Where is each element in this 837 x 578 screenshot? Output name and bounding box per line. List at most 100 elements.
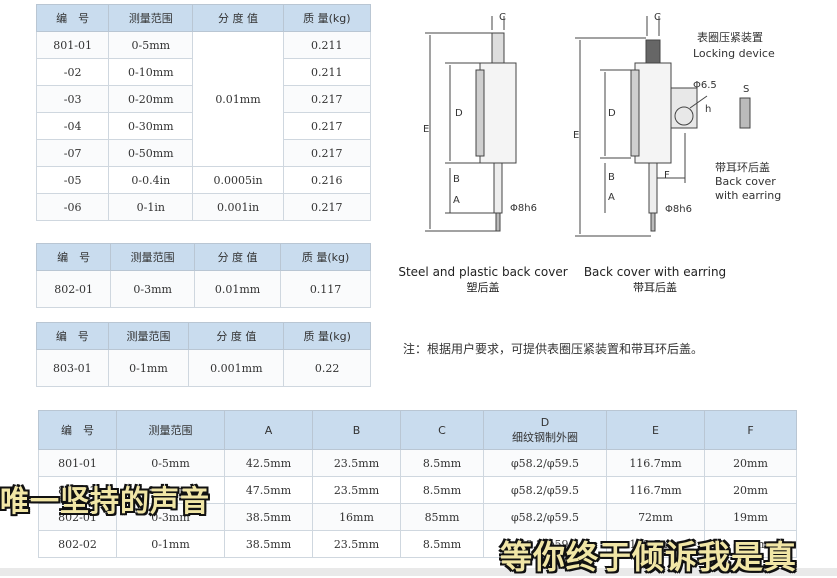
cell-range: 0-10mm — [116, 476, 225, 504]
cell-d: φ58.2/φ59.5 — [483, 476, 607, 504]
col-header-f: F — [704, 410, 797, 450]
col-header-b: B — [312, 410, 401, 450]
col-header-code: 编 号 — [35, 243, 112, 271]
dim-label: S — [743, 84, 749, 95]
cell-weight: 0.211 — [282, 31, 372, 59]
table-row: -03 0-20mm 0.217 — [35, 85, 372, 113]
cell-range: 0-20mm — [108, 85, 194, 113]
note-text: 注：根据用户要求，可提供表圈压紧装置和带耳环后盖。 — [403, 342, 704, 356]
locking-label-en: Locking device — [693, 47, 775, 60]
cell-range: 0-3mm — [116, 503, 225, 531]
cell-d: φ58.2/φ59.5 — [483, 449, 607, 477]
table-row: 801-02 0-10mm 47.5mm 23.5mm 8.5mm φ58.2/… — [38, 476, 797, 504]
subtitle-overlay-right: 等你终于倾诉我是真 — [500, 538, 798, 576]
col-header-d-letter: D — [540, 415, 550, 429]
cell-f: 20mm — [704, 476, 797, 504]
dim-label: C — [654, 12, 661, 23]
table-row: -06 0-1in 0.001in 0.217 — [35, 193, 372, 221]
cell-e: 116.7mm — [606, 476, 705, 504]
cell-code: -05 — [35, 166, 110, 194]
dial-indicator-diagram: C D E A B Φ8h6 C D E A B F h Φ6.5 S Φ8h6… — [423, 12, 781, 237]
cell-code: -06 — [35, 193, 110, 221]
cell-c: 8.5mm — [400, 476, 484, 504]
col-header-range: 测量范围 — [116, 410, 225, 450]
cell-code: -03 — [35, 85, 110, 113]
cell-a: 38.5mm — [224, 503, 313, 531]
cell-b: 23.5mm — [312, 449, 401, 477]
cell-weight: 0.217 — [282, 85, 372, 113]
col-header-code: 编 号 — [38, 410, 117, 450]
cell-code: -07 — [35, 139, 110, 167]
caption-en: Back cover with earring — [583, 265, 727, 279]
cell-f: 19mm — [704, 503, 797, 531]
cell-b: 23.5mm — [312, 530, 401, 558]
dim-label: F — [664, 170, 670, 181]
col-header-d: D 细纹钢制外圈 — [483, 410, 607, 450]
dim-label: h — [705, 104, 711, 115]
cell-resolution: 0.01mm — [193, 270, 282, 308]
cell-resolution: 0.001mm — [188, 349, 285, 387]
cell-range: 0-3mm — [110, 270, 195, 308]
shaft-dia-label: Φ8h6 — [665, 204, 692, 215]
cell-weight: 0.117 — [280, 270, 371, 308]
cell-code: 801-01 — [38, 449, 117, 477]
cell-a: 47.5mm — [224, 476, 313, 504]
table-header-row: 编 号 测量范围 A B C D 细纹钢制外圈 E F — [38, 410, 797, 450]
cell-range: 0-1in — [108, 193, 194, 221]
cell-f: 20mm — [704, 530, 797, 558]
cell-e: 112.7mm — [606, 530, 705, 558]
col-header-c: C — [400, 410, 484, 450]
cell-code: 802-01 — [38, 503, 117, 531]
cell-d: φ58.2/φ59.5 — [483, 503, 607, 531]
caption-cn: 塑后盖 — [466, 281, 500, 294]
earring-label-en: Back cover — [715, 175, 776, 188]
cell-weight: 0.217 — [282, 139, 372, 167]
spec-table-801: 编 号 测量范围 分 度 值 质 量(kg) 801-01 0-5mm 0.01… — [35, 4, 372, 221]
col-header-a: A — [224, 410, 313, 450]
cell-resolution: 0.01mm — [192, 31, 284, 167]
table-row: -04 0-30mm 0.217 — [35, 112, 372, 140]
table-row: 802-01 0-3mm 38.5mm 16mm 85mm φ58.2/φ59.… — [38, 503, 797, 531]
cell-d: φ58.2/φ59.5 — [483, 530, 607, 558]
dim-label: E — [423, 124, 429, 135]
cell-code: 802-02 — [38, 530, 117, 558]
spec-table-803: 编 号 测量范围 分 度 值 质 量(kg) 803-01 0-1mm 0.00… — [36, 322, 371, 387]
cell-range: 0-50mm — [108, 139, 194, 167]
cell-resolution: 0.001in — [192, 193, 284, 221]
col-header-range: 测量范围 — [107, 322, 190, 350]
caption-en: Steel and plastic back cover — [398, 265, 568, 279]
hole-dia-label: Φ6.5 — [693, 80, 717, 91]
table-row: 802-01 0-3mm 0.01mm 0.117 — [35, 270, 371, 308]
table-header-row: 编 号 测量范围 分 度 值 质 量(kg) — [36, 322, 371, 350]
col-header-range: 测量范围 — [110, 243, 195, 271]
table-row: 801-01 0-5mm 42.5mm 23.5mm 8.5mm φ58.2/φ… — [38, 449, 797, 477]
table-row: 803-01 0-1mm 0.001mm 0.22 — [36, 349, 371, 387]
dim-label: D — [455, 108, 463, 119]
dim-label: A — [453, 195, 460, 206]
earring-label-cn: 带耳环后盖 — [715, 160, 770, 174]
cell-range: 0-0.4in — [108, 166, 194, 194]
cell-a: 42.5mm — [224, 449, 313, 477]
dim-label: D — [608, 108, 616, 119]
cell-code: -02 — [35, 58, 110, 86]
cell-e: 72mm — [606, 503, 705, 531]
dim-label: A — [608, 192, 615, 203]
cell-code: 803-01 — [36, 349, 109, 387]
cell-range: 0-10mm — [108, 58, 194, 86]
col-header-d-desc: 细纹钢制外圈 — [512, 430, 578, 444]
col-header-code: 编 号 — [35, 4, 110, 32]
cell-weight: 0.216 — [282, 166, 372, 194]
dim-label: B — [608, 172, 615, 183]
col-header-resolution: 分 度 值 — [188, 322, 285, 350]
cell-code: 801-02 — [38, 476, 117, 504]
col-header-weight: 质 量(kg) — [280, 243, 371, 271]
cell-weight: 0.211 — [282, 58, 372, 86]
dim-label: E — [573, 130, 579, 141]
earring-label-en: with earring — [715, 189, 781, 202]
cell-range: 0-1mm — [116, 530, 225, 558]
col-header-e: E — [606, 410, 705, 450]
subtitle-overlay-left: 唯一坚持的声音 — [0, 484, 211, 518]
col-header-weight: 质 量(kg) — [282, 4, 372, 32]
cell-e: 116.7mm — [606, 449, 705, 477]
table-row: -05 0-0.4in 0.0005in 0.216 — [35, 166, 372, 194]
